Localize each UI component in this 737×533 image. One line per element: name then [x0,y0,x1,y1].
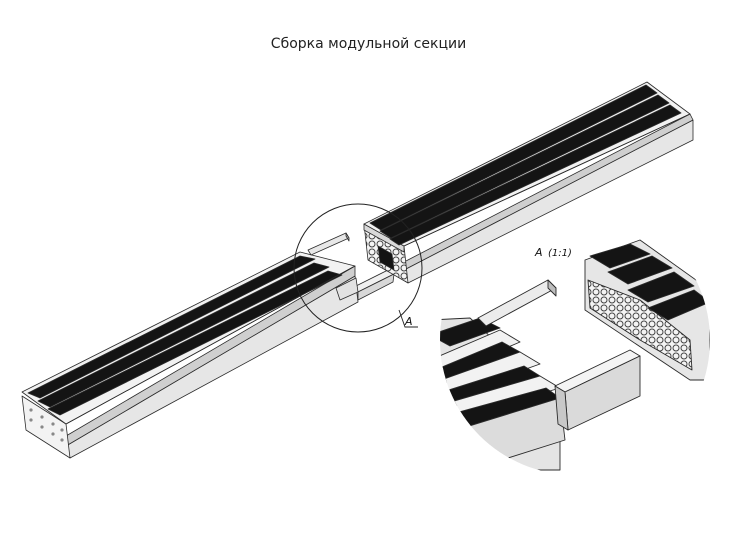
detail-right-groove-1 [589,243,651,269]
callout-leader [398,309,418,328]
callout-circle [293,203,423,333]
callout-letter: A [404,315,413,328]
right-section-groove-1 [369,84,658,231]
detail-letter: A [534,246,543,259]
right-section-groove-3 [389,104,682,246]
left-section-end-face [21,395,71,459]
left-section-groove-3 [47,270,343,416]
left-section-groove-1 [27,255,316,399]
detail-scale: (1:1) [548,248,572,259]
detail-right-groove-2 [607,255,673,285]
detail-right-foam [587,279,693,371]
detail-view-a [440,239,710,471]
right-module-section [363,81,694,284]
right-section-groove-2 [379,94,670,239]
detail-upper-plate [477,279,557,327]
detail-view-label: A (1:1) [534,246,572,259]
left-section-groove-2 [37,262,330,408]
detail-right-groove-4 [647,289,710,321]
left-joint-plates [307,232,395,301]
end-face-holes [29,408,64,442]
detail-right-groove-3 [627,271,695,303]
drawing-title: Сборка модульной секции [270,36,467,52]
callout-a: A [293,203,423,333]
left-module-section [21,251,359,459]
upper-joint-plate [307,232,350,256]
lower-joint-plate-side [357,273,395,301]
